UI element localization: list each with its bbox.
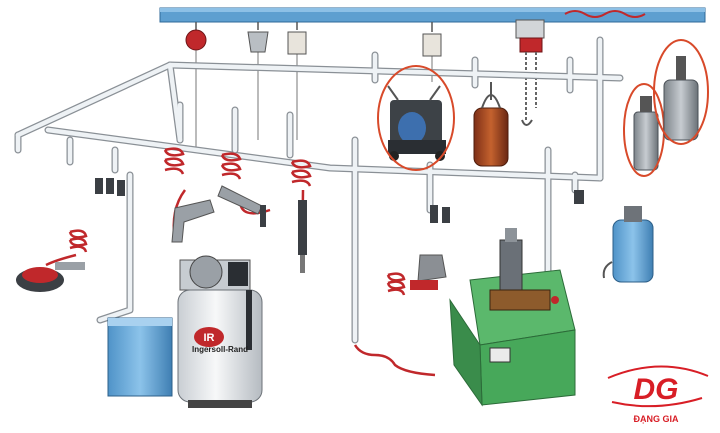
compressor-badge: IR	[194, 327, 224, 347]
lubricant-tank-large	[663, 56, 699, 141]
logo-name: ĐẠNG GIA	[634, 414, 680, 424]
compressor-badge-text: IR	[204, 332, 215, 344]
dryer-cabinet	[107, 317, 173, 397]
overhead-rail	[159, 7, 706, 23]
green-machine	[449, 228, 576, 407]
air-tools	[16, 185, 447, 292]
lubricant-tank-small	[633, 96, 659, 171]
rust-tank	[473, 82, 509, 167]
air-piping	[14, 36, 624, 344]
logo-initials: DG	[634, 373, 679, 406]
chain-hoist	[515, 10, 646, 126]
highlight-circle-dryer	[377, 65, 455, 171]
tool-balancers	[185, 22, 442, 150]
highlight-circle-large-tank	[653, 39, 709, 145]
dang-gia-logo: DG ĐẠNG GIA	[607, 365, 709, 424]
air-receiver-tank	[602, 206, 654, 283]
air-compressor	[177, 255, 263, 408]
compressor-brand: Ingersoll-Rand	[192, 345, 248, 354]
refrigerated-dryer	[387, 85, 446, 161]
filter-regulators	[95, 178, 584, 223]
